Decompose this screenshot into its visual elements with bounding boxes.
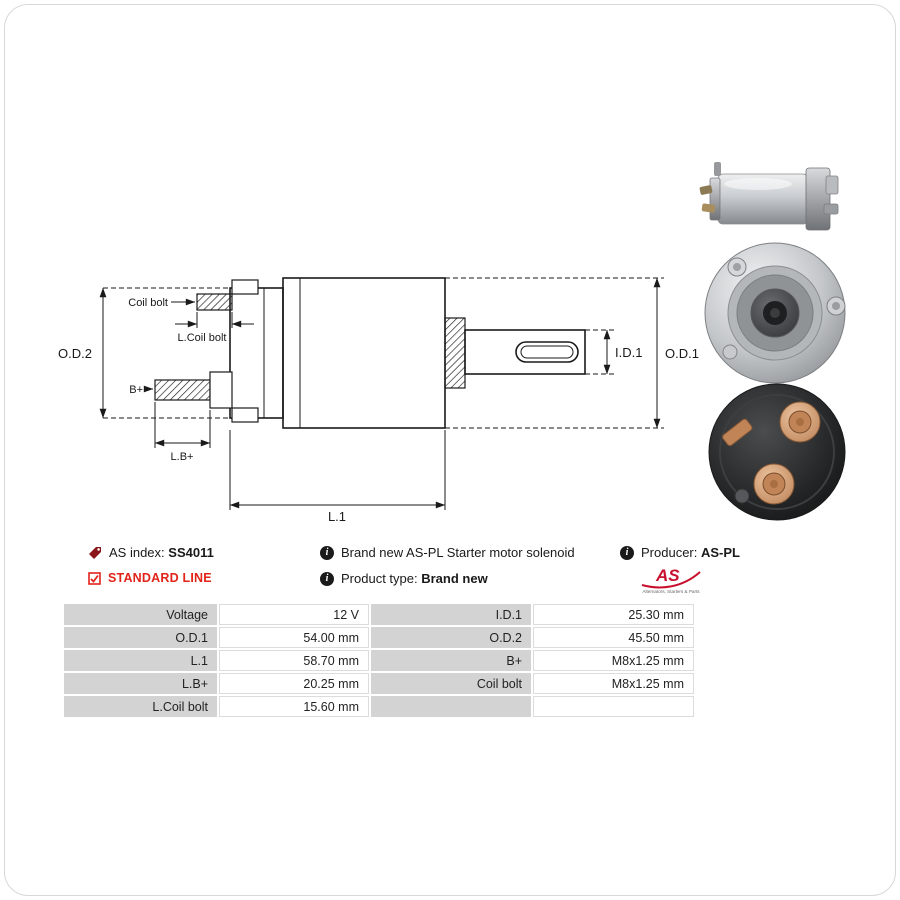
coil-bolt-stud (196, 293, 233, 311)
spec-value-cell: 25.30 mm (533, 604, 694, 625)
product-type-row: i Product type: Brand new (320, 571, 488, 586)
producer-row: i Producer: AS-PL (620, 545, 740, 560)
spec-label-cell: L.Coil bolt (64, 696, 217, 717)
spec-label-cell: L.1 (64, 650, 217, 671)
info-icon: i (620, 545, 634, 560)
info-icon: i (320, 571, 334, 586)
dim-label-coil-bolt: Coil bolt (128, 297, 168, 309)
dim-label-l-b-plus: L.B+ (171, 451, 194, 463)
producer-text: Producer: AS-PL (641, 545, 740, 560)
product-photo-back (708, 383, 846, 521)
logo-as-text: AS (655, 566, 680, 585)
product-type-text: Product type: Brand new (341, 571, 488, 586)
dimension-lines (99, 277, 664, 510)
technical-diagram: O.D.2 Coil bolt L.Coil bolt B+ L.B+ L.1 … (58, 277, 699, 524)
spec-value-cell: 20.25 mm (219, 673, 369, 694)
dim-label-b-plus: B+ (129, 384, 143, 396)
standard-line-row: STANDARD LINE (88, 571, 212, 585)
as-index-text: AS index: SS4011 (109, 545, 214, 560)
spec-value-cell: 54.00 mm (219, 627, 369, 648)
dim-label-l-coil-bolt: L.Coil bolt (178, 332, 227, 344)
spec-label-cell: Coil bolt (371, 673, 531, 694)
info-icon: i (320, 545, 334, 560)
spec-label-cell: Voltage (64, 604, 217, 625)
plunger-shaft (464, 329, 586, 375)
dim-label-od1: O.D.1 (665, 346, 699, 361)
dim-label-id1: I.D.1 (615, 345, 642, 360)
spec-row: L.Coil bolt 15.60 mm (64, 696, 694, 717)
dim-label-l1: L.1 (328, 509, 346, 524)
top-terminal-block (231, 279, 259, 295)
spec-value-cell: M8x1.25 mm (533, 650, 694, 671)
as-pl-logo: AS Alternators, Starters & Parts (641, 566, 701, 594)
spec-row: L.B+ 20.25 mm Coil bolt M8x1.25 mm (64, 673, 694, 694)
specs-table: Voltage 12 V I.D.1 25.30 mm O.D.1 54.00 … (62, 602, 696, 719)
checkbox-check-icon (88, 571, 101, 585)
spec-row: L.1 58.70 mm B+ M8x1.25 mm (64, 650, 694, 671)
logo-swoosh (641, 571, 701, 589)
spec-value-cell: M8x1.25 mm (533, 673, 694, 694)
spec-label-cell: I.D.1 (371, 604, 531, 625)
as-index-row: AS index: SS4011 (88, 545, 214, 560)
b-plus-nut (209, 371, 233, 409)
shaft-flange (444, 317, 466, 389)
product-photo-side (699, 162, 839, 231)
spec-label-cell: L.B+ (64, 673, 217, 694)
logo-subtext: Alternators, Starters & Parts (642, 589, 700, 594)
spec-value-cell: 15.60 mm (219, 696, 369, 717)
spec-label-cell: B+ (371, 650, 531, 671)
spec-label-cell (371, 696, 531, 717)
tag-icon (89, 546, 101, 559)
spec-row: Voltage 12 V I.D.1 25.30 mm (64, 604, 694, 625)
spec-row: O.D.1 54.00 mm O.D.2 45.50 mm (64, 627, 694, 648)
dim-label-od2: O.D.2 (58, 346, 92, 361)
product-photo-front (704, 242, 846, 384)
spec-value-cell (533, 696, 694, 717)
standard-line-label: STANDARD LINE (108, 571, 212, 585)
bottom-terminal-block (231, 407, 259, 423)
b-plus-stud (154, 379, 211, 401)
spec-label-cell: O.D.2 (371, 627, 531, 648)
shaft-slot-inner (520, 345, 574, 359)
spec-value-cell: 58.70 mm (219, 650, 369, 671)
product-title-row: i Brand new AS-PL Starter motor solenoid (320, 545, 575, 560)
spec-label-cell: O.D.1 (64, 627, 217, 648)
spec-value-cell: 12 V (219, 604, 369, 625)
shaft-slot-outer (515, 341, 579, 363)
solenoid-outline (154, 277, 586, 429)
product-title: Brand new AS-PL Starter motor solenoid (341, 545, 575, 560)
spec-value-cell: 45.50 mm (533, 627, 694, 648)
